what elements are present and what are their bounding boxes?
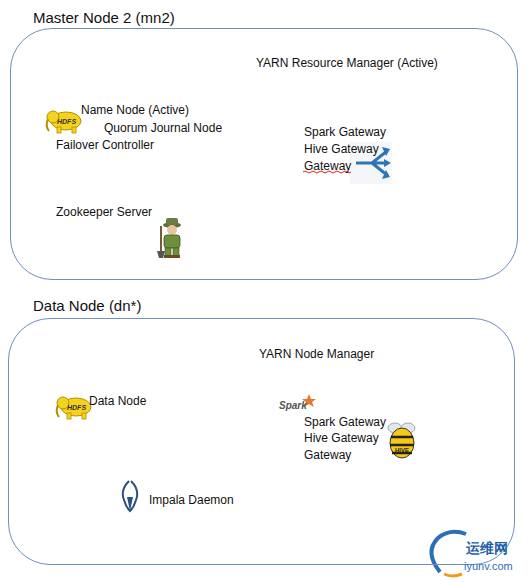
watermark-arc [431,532,466,572]
impala-face [127,497,133,511]
service-label: Gateway [304,448,351,463]
node-heading: Master Node 2 (mn2) [33,9,175,27]
service-label: Zookeeper Server [56,205,152,220]
service-label: Name Node (Active) [81,103,189,118]
boot [172,255,180,258]
watermark-arc [444,574,462,576]
arrow-heads [382,147,391,179]
server-node-box: Data Node (dn*)YARN Node ManagerData Nod… [8,318,515,565]
elephant-trunk [47,119,49,131]
elephant-leg [67,413,71,419]
node-heading: Data Node (dn*) [33,297,141,315]
hdfs-icon [57,397,91,419]
body [164,235,180,248]
logo-text: HIVE [395,447,409,453]
hat [166,218,178,225]
service-label: YARN Resource Manager (Active) [256,56,438,71]
server-node-box: Master Node 2 (mn2)YARN Resource Manager… [10,28,518,280]
service-label: Impala Daemon [149,493,234,508]
logo-text: HDFS [57,118,76,125]
leg [165,248,171,256]
service-label: Failover Controller [56,138,154,153]
impala-icon [123,481,137,511]
service-label: Hive Gateway [304,142,379,157]
service-label: Spark Gateway [304,415,386,430]
service-label: Data Node [89,394,146,409]
elephant-leg [57,127,61,133]
service-label: Spark Gateway [304,125,386,140]
service-label: YARN Node Manager [259,347,374,362]
logo-text: Spark [279,401,307,411]
elephant-leg [82,413,86,419]
watermark-text: iyunv.com [464,561,513,572]
zookeeper-icon [157,218,181,258]
service-label: Gateway [304,159,351,174]
watermark-text: 运维网 [466,541,508,555]
shovel-blade [157,251,165,258]
bee-stripes [390,437,414,453]
elephant-leg [72,127,76,133]
logo-text: HDFS [67,404,86,411]
boot [164,255,172,258]
service-label: Quorum Journal Node [104,121,222,136]
hive-icon [388,423,415,458]
elephant-trunk [57,405,59,417]
face [167,225,177,235]
impala-horns [123,481,137,511]
leg [173,248,179,256]
service-label: Hive Gateway [304,431,379,446]
shovel-handle [160,226,162,252]
hdfs-icon [47,111,81,133]
bee-body [390,428,414,458]
